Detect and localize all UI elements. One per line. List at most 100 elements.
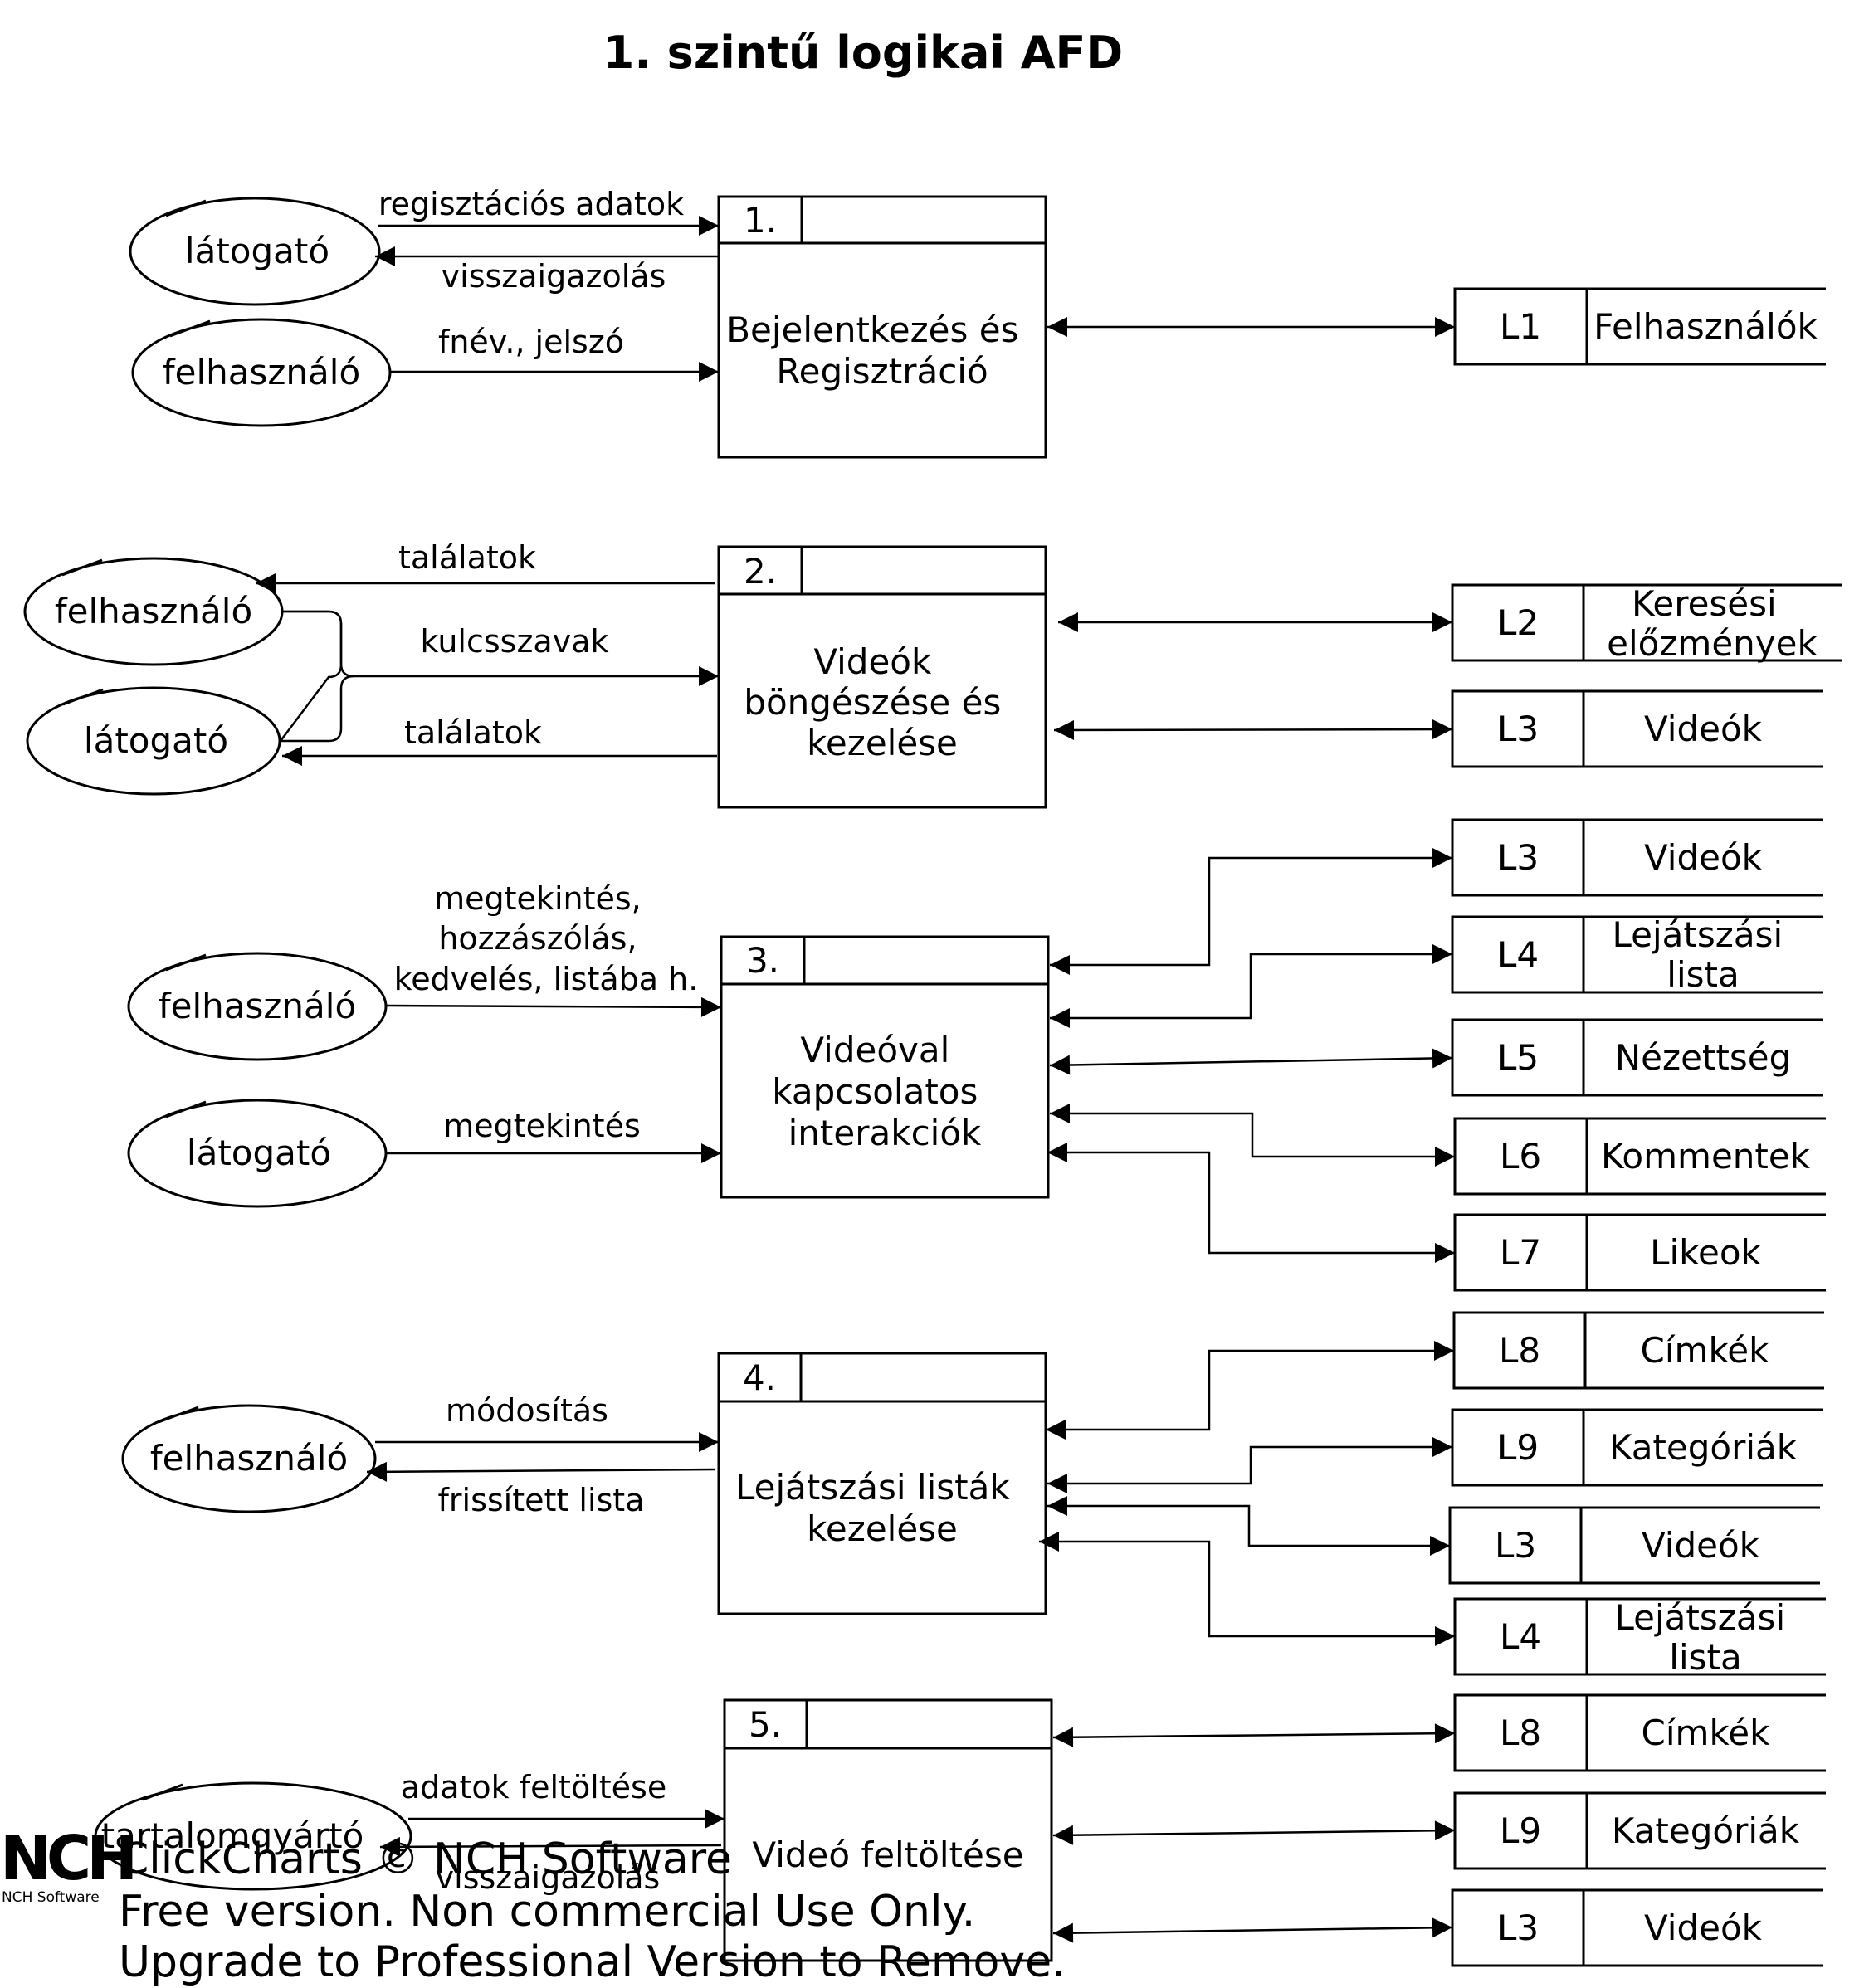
store-name: Kategóriák xyxy=(1612,1810,1800,1851)
store-name: Keresési előzmények xyxy=(1607,583,1818,664)
store-id: L6 xyxy=(1500,1136,1541,1177)
process-name: Videó feltöltése xyxy=(752,1835,1023,1875)
entity-latogato-3[interactable]: látogató xyxy=(127,1099,388,1208)
store-name: Videók xyxy=(1642,1525,1760,1566)
store-id: L3 xyxy=(1495,1525,1536,1566)
store-L5[interactable]: L5 Nézettség xyxy=(1451,1018,1823,1097)
process-name: Lejátszási listák kezelése xyxy=(735,1467,1021,1549)
process-name: Bejelentkezés és Regisztráció xyxy=(726,309,1030,392)
store-name: Címkék xyxy=(1642,1713,1771,1753)
entity-label: tartalomgyártó xyxy=(101,1815,364,1856)
store-flow xyxy=(1047,1437,1452,1493)
process-number: 2. xyxy=(744,551,777,592)
flow-label: regisztációs adatok xyxy=(378,186,684,222)
entity-latogato-1[interactable]: látogató xyxy=(129,197,381,306)
flow-label: adatok feltöltése xyxy=(401,1769,666,1805)
store-id: L4 xyxy=(1497,934,1539,975)
process-1[interactable]: 1. Bejelentkezés és Regisztráció xyxy=(717,195,1047,459)
flow-label: visszaigazolás xyxy=(436,1859,661,1896)
watermark: NCH NCH Software ClickCharts © NCH Softw… xyxy=(0,1823,1066,1987)
entity-label: felhasználó xyxy=(55,591,252,631)
store-flow xyxy=(1050,1104,1455,1167)
store-id: L3 xyxy=(1497,837,1539,878)
process-name: Videóval kapcsolatos interakciók xyxy=(772,1030,988,1153)
flow-label: kulcsszavak xyxy=(421,623,609,660)
flow-arrow xyxy=(366,1461,716,1482)
flow-label: megtekintés xyxy=(443,1108,641,1144)
entity-label: látogató xyxy=(187,1133,331,1173)
store-L4-b[interactable]: L4 Lejátszási lista xyxy=(1453,1597,1826,1678)
store-name: Videók xyxy=(1644,837,1763,878)
entity-label: látogató xyxy=(185,231,329,271)
process-4[interactable]: 4. Lejátszási listák kezelése xyxy=(717,1352,1047,1615)
store-L8-a[interactable]: L8 Címkék xyxy=(1452,1311,1824,1390)
store-name: Nézettség xyxy=(1615,1037,1791,1078)
store-name: Videók xyxy=(1644,709,1763,749)
store-id: L3 xyxy=(1497,709,1539,749)
entity-label: látogató xyxy=(84,720,228,761)
flow-label: frissített lista xyxy=(438,1482,645,1518)
store-L9-a[interactable]: L9 Kategóriák xyxy=(1451,1408,1823,1487)
store-id: L5 xyxy=(1497,1037,1539,1078)
flow-arrow xyxy=(379,1836,722,1857)
store-name: Likeok xyxy=(1650,1232,1761,1273)
store-id: L8 xyxy=(1499,1330,1540,1371)
store-id: L8 xyxy=(1500,1713,1541,1753)
watermark-line: Free version. Non commercial Use Only. xyxy=(119,1887,975,1937)
store-L6[interactable]: L6 Kommentek xyxy=(1453,1117,1826,1196)
store-flow xyxy=(1050,944,1452,1028)
store-L3-d[interactable]: L3 Videók xyxy=(1451,1888,1823,1967)
process-2[interactable]: 2. Videók böngészése és kezelése xyxy=(717,545,1047,809)
store-L3-c[interactable]: L3 Videók xyxy=(1448,1506,1820,1585)
watermark-line: Upgrade to Professional Version to Remov… xyxy=(119,1937,1066,1987)
entity-label: felhasználó xyxy=(150,1438,348,1479)
flow-label: fnév., jelszó xyxy=(438,324,624,360)
process-3[interactable]: 3. Videóval kapcsolatos interakciók xyxy=(720,935,1050,1199)
entity-latogato-2[interactable]: látogató xyxy=(26,686,281,796)
store-L8-b[interactable]: L8 Címkék xyxy=(1453,1693,1826,1772)
process-number: 1. xyxy=(744,200,777,241)
entity-tartalomgyarto[interactable]: tartalomgyártó xyxy=(94,1781,412,1891)
store-id: L2 xyxy=(1497,602,1539,643)
store-flow xyxy=(1052,1917,1453,1943)
diagram-title: 1. szintű logikai AFD xyxy=(603,27,1123,79)
flow-label: módosítás xyxy=(446,1392,608,1429)
store-id: L3 xyxy=(1497,1908,1539,1948)
process-5[interactable]: 5. Videó feltöltése xyxy=(723,1698,1053,1962)
store-flow xyxy=(1046,1341,1454,1440)
store-flow xyxy=(1050,848,1452,975)
watermark-line: ClickCharts © NCH Software xyxy=(119,1835,732,1884)
entity-felhasznalo-2[interactable]: felhasználó xyxy=(23,557,284,666)
store-id: L9 xyxy=(1500,1810,1541,1851)
entity-felhasznalo-3[interactable]: felhasználó xyxy=(127,952,388,1061)
store-L2[interactable]: L2 Keresési előzmények xyxy=(1451,583,1842,664)
store-name: Kommentek xyxy=(1601,1136,1811,1177)
store-L3-b[interactable]: L3 Videók xyxy=(1451,818,1823,897)
store-name: Címkék xyxy=(1641,1330,1770,1371)
store-name: Felhasználók xyxy=(1593,306,1818,347)
store-name: Lejátszási lista xyxy=(1613,914,1794,995)
store-L9-b[interactable]: L9 Kategóriák xyxy=(1453,1791,1826,1870)
store-L1[interactable]: L1 Felhasználók xyxy=(1453,287,1826,366)
entity-felhasznalo-1[interactable]: felhasználó xyxy=(131,318,392,427)
flow-arrow xyxy=(281,610,719,686)
store-flow xyxy=(1047,1143,1455,1263)
entity-felhasznalo-4[interactable]: felhasználó xyxy=(121,1404,377,1513)
store-flow xyxy=(1039,1532,1455,1646)
flow-label: találatok xyxy=(398,539,536,576)
flow-label: megtekintés, hozzászólás, kedvelés, list… xyxy=(394,880,699,997)
flow-label: visszaigazolás xyxy=(442,258,666,295)
store-id: L4 xyxy=(1500,1616,1541,1657)
store-L7[interactable]: L7 Likeok xyxy=(1453,1213,1826,1292)
store-flow xyxy=(1053,719,1453,740)
store-flow xyxy=(1047,1496,1450,1556)
flow-arrow xyxy=(280,610,343,742)
store-flow xyxy=(1049,1048,1453,1075)
entity-label: felhasználó xyxy=(163,352,360,392)
store-id: L7 xyxy=(1500,1232,1541,1273)
store-L3-a[interactable]: L3 Videók xyxy=(1451,689,1823,768)
store-L4-a[interactable]: L4 Lejátszási lista xyxy=(1451,914,1823,995)
flow-arrow xyxy=(281,675,354,743)
store-name: Kategóriák xyxy=(1609,1427,1798,1468)
watermark-logo-sub: NCH Software xyxy=(2,1889,100,1906)
